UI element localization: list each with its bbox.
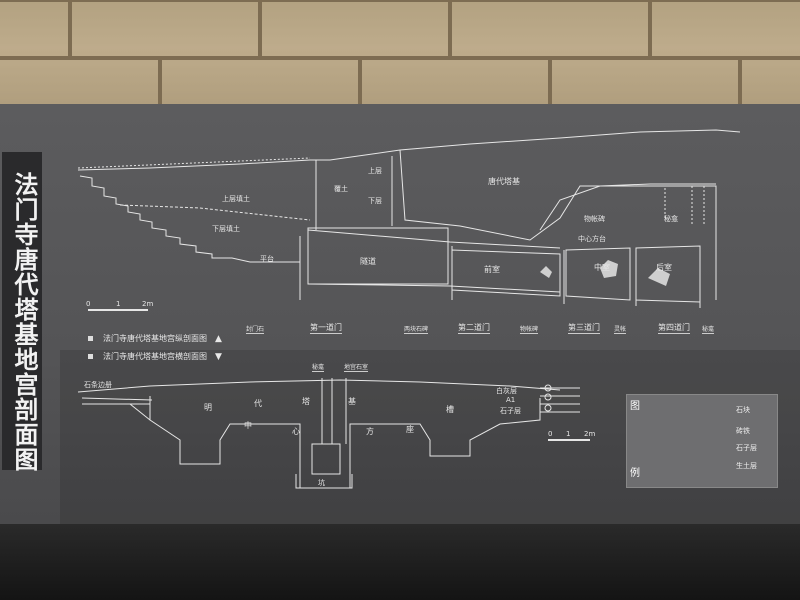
cross-scale-one: 1 — [566, 430, 571, 438]
board-title: 法门寺唐代塔基地宫剖面图 — [10, 172, 39, 472]
cross-label-top-left: 石条边册 — [84, 381, 112, 389]
cross-layers — [81, 397, 153, 405]
label-door3: 第三道门 — [568, 323, 600, 334]
label-tomb: 灵帐 — [614, 326, 627, 334]
legend-cross-text: 法门寺唐代塔基地宫横剖面图 — [103, 352, 207, 361]
key-item-stone: 石块 — [736, 406, 750, 414]
layer-mark-3 — [544, 404, 552, 412]
title-strip — [2, 152, 42, 470]
key-item-soil: 生土层 — [736, 462, 757, 470]
cross-label-ai: A1 — [506, 396, 516, 404]
legend-bullet — [88, 354, 93, 359]
cross-label-square: 方 — [366, 427, 374, 436]
tunnel-roof — [307, 229, 561, 249]
label-door4: 第四道门 — [658, 323, 690, 334]
label-lower-fill: 下层填土 — [212, 225, 240, 233]
scale-one: 1 — [116, 300, 121, 308]
key-item-brick: 砖铁 — [736, 427, 750, 435]
wall-block — [550, 58, 740, 108]
stone-wall — [0, 0, 800, 120]
label-gate-stone: 封门石 — [246, 326, 265, 334]
crypt-shaft — [321, 378, 347, 444]
label-door1: 第一道门 — [310, 323, 342, 334]
fill-boundary — [119, 204, 311, 221]
label-secret-2: 秘龛 — [702, 326, 715, 334]
legend-cross-section: 法门寺唐代塔基地宫横剖面图 ▼ — [88, 351, 222, 362]
crypt-ground — [295, 474, 353, 489]
cross-label-center: 中 — [244, 421, 252, 430]
key-title-top: 图 — [630, 401, 640, 412]
hatch-line — [77, 157, 311, 169]
cross-ground — [77, 379, 561, 393]
key-title-bottom: 例 — [630, 468, 640, 479]
cross-label-secret: 秘龛 — [312, 364, 325, 372]
label-rear-room: 后室 — [656, 263, 672, 272]
key-panel — [626, 394, 778, 488]
legend-long-text: 法门寺唐代塔基地宫纵剖面图 — [103, 334, 207, 343]
ramp-steps — [79, 175, 300, 263]
wall-block — [0, 0, 70, 58]
scale-two: 2m — [142, 300, 154, 308]
wall-block — [0, 58, 160, 108]
inner-shaft — [315, 156, 393, 230]
label-lower-layer: 下层 — [368, 197, 382, 205]
shaft-markers — [664, 186, 705, 226]
tunnel-outline — [307, 227, 449, 285]
cross-scale-zero: 0 — [548, 430, 553, 438]
label-middle-room: 中室 — [594, 263, 610, 272]
key-item-gravel: 石子层 — [736, 444, 757, 452]
wall-block — [160, 58, 360, 108]
cross-label-ming: 明 — [204, 403, 212, 412]
cross-label-dai: 代 — [254, 399, 262, 408]
cross-label-base: 槽 — [446, 405, 454, 414]
scale-zero: 0 — [86, 300, 91, 308]
label-step: 平台 — [260, 255, 274, 263]
label-front-room: 前室 — [484, 265, 500, 274]
middle-room — [565, 247, 631, 301]
door-markers — [299, 236, 701, 308]
crypt-box — [311, 443, 341, 475]
wall-block — [260, 0, 450, 58]
artefact-cluster — [540, 260, 670, 286]
wall-block — [70, 0, 260, 58]
cross-label-secret-box: 地宫石室 — [344, 364, 369, 372]
cross-label-ta: 塔 — [302, 397, 310, 406]
cross-label-stone-layer: 石子层 — [500, 407, 521, 415]
label-tunnel: 隧道 — [360, 257, 376, 266]
wall-block — [650, 0, 800, 58]
label-stele-2: 物帐碑 — [520, 326, 539, 334]
label-two-steles: 两块石碑 — [404, 326, 429, 334]
tang-foundation — [539, 183, 716, 231]
cross-label-heart: 心 — [292, 427, 300, 436]
layer-mark-1 — [544, 384, 552, 392]
cross-scale-two: 2m — [584, 430, 596, 438]
cross-label-ji: 基 — [348, 397, 356, 406]
up-triangle-icon: ▲ — [215, 334, 222, 344]
label-secret: 秘龛 — [664, 215, 678, 223]
label-upper-fill: 上层填土 — [222, 195, 250, 203]
cross-right-layers — [540, 387, 580, 413]
label-tang-base: 唐代塔基 — [488, 177, 520, 186]
label-center-pit: 中心方台 — [578, 235, 606, 243]
cross-foundation — [90, 403, 151, 421]
label-pit-fill: 覆土 — [334, 185, 348, 193]
cross-label-seat: 座 — [406, 425, 414, 434]
label-upper-layer: 上层 — [368, 167, 382, 175]
tunnel-floor — [307, 283, 561, 293]
cross-label-white-ash: 白灰层 — [496, 387, 517, 395]
wall-block — [360, 58, 550, 108]
legend-long-section: 法门寺唐代塔基地宫纵剖面图 ▲ — [88, 333, 222, 344]
wall-block — [450, 0, 650, 58]
layer-mark-2 — [544, 393, 552, 401]
floor-shadow — [0, 524, 800, 600]
cross-label-pit: 坑 — [318, 479, 325, 487]
down-triangle-icon: ▼ — [215, 352, 222, 362]
overburden — [399, 149, 717, 300]
legend-bullet — [88, 336, 93, 341]
label-stele: 物帐碑 — [584, 215, 605, 223]
label-door2: 第二道门 — [458, 323, 490, 334]
ground-line — [77, 129, 741, 171]
